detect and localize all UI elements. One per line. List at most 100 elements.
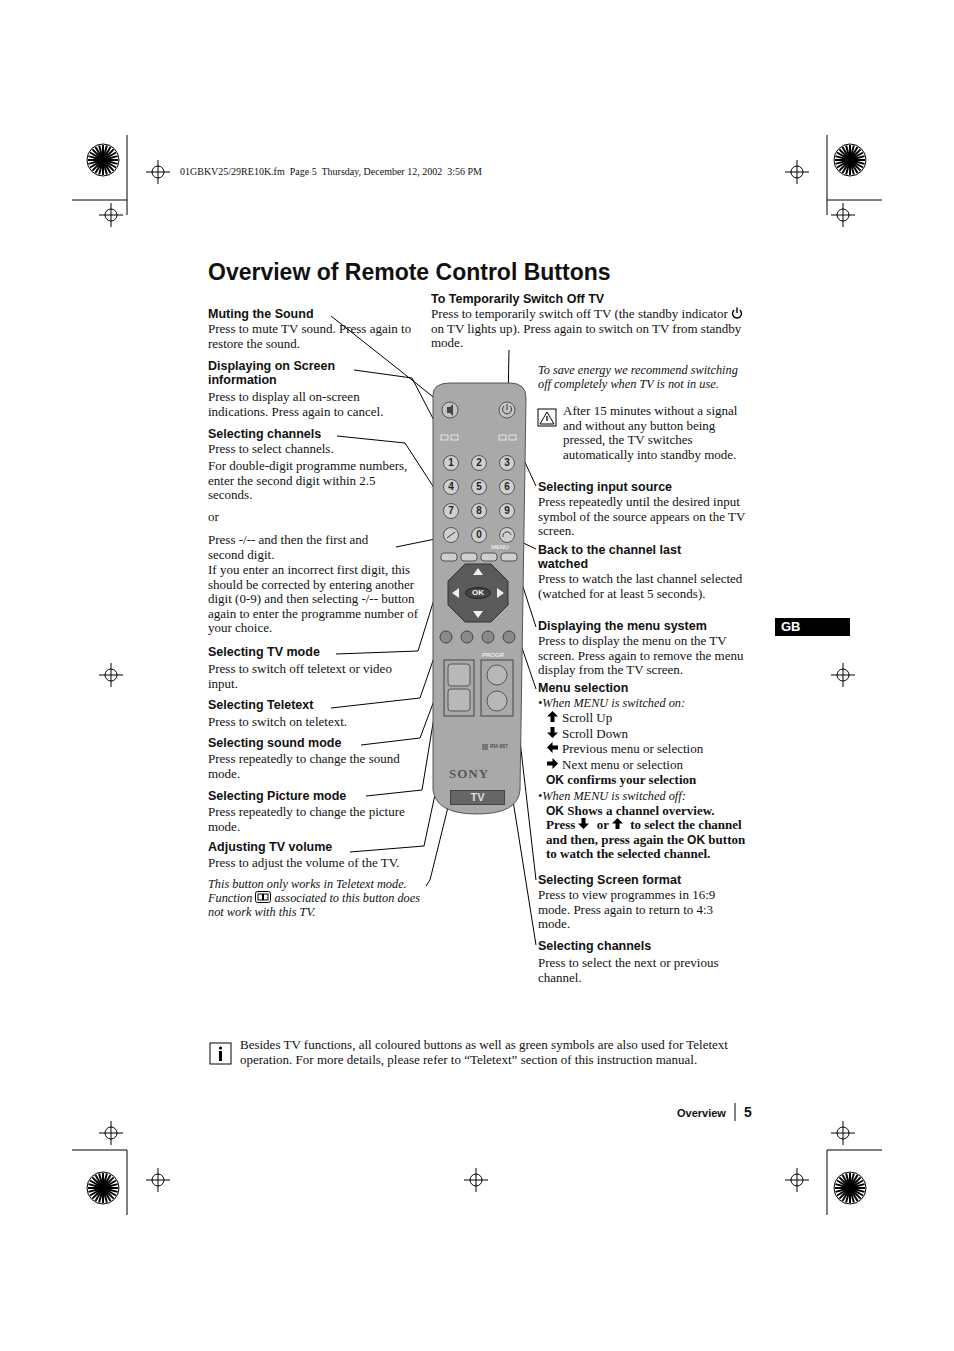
callout-text: Press to watch the last channel selected… — [538, 572, 746, 601]
label-text: Selecting input source — [538, 480, 672, 494]
button-label: TV — [450, 790, 505, 805]
remote-button: OK — [465, 587, 491, 599]
drawing-stroke — [500, 504, 515, 519]
callout-heading: Selecting Picture mode — [208, 789, 423, 803]
callout-heading: To Temporarily Switch Off TV — [431, 292, 746, 306]
drawing-stroke — [448, 689, 470, 711]
button-label: RM-887 — [490, 744, 508, 749]
drawing-stroke — [476, 1168, 477, 1192]
callout-heading: Selecting TV mode — [208, 645, 423, 659]
drawing-stroke — [258, 894, 263, 900]
drawing-stroke — [72, 1150, 127, 1151]
drawing-stroke — [472, 528, 487, 543]
drawing-stroke — [503, 532, 511, 537]
label-text: Selecting Teletext — [208, 698, 313, 712]
drawing-stroke — [797, 160, 798, 184]
remote-button: 4 — [443, 479, 459, 495]
crop-lines — [72, 135, 882, 1215]
callout-text: or — [208, 510, 420, 525]
drawing-stroke — [836, 1188, 850, 1192]
button-label: MENU — [491, 544, 509, 550]
callout-text: This button only works in Teletext mode.… — [208, 877, 423, 919]
drawing-stroke — [472, 504, 487, 519]
drawing-stroke — [843, 203, 844, 227]
drawing-stroke — [72, 200, 127, 201]
drawing-stroke — [158, 1168, 159, 1192]
button-label: 5 — [471, 479, 487, 495]
label-text: Adjusting TV volume — [208, 840, 332, 854]
callout-text: Press repeatedly to change the sound mod… — [208, 752, 420, 781]
label-text: To save energy we recommend switching of… — [538, 363, 738, 391]
drawing-stroke — [448, 564, 508, 622]
drawing-stroke — [850, 160, 854, 174]
drawing-stroke — [444, 456, 459, 471]
label-text: confirms your selection — [567, 772, 696, 787]
callout-text: Press to temporarily switch off TV (the … — [431, 307, 746, 351]
drawing-stroke — [87, 1172, 119, 1204]
callout-text: Press to select the next or previous cha… — [538, 956, 743, 985]
callout-text: Press to display all on-screen indicatio… — [208, 390, 420, 419]
drawing-stroke — [487, 691, 507, 711]
label-text: on TV lights up). Press again to switch … — [431, 321, 741, 351]
drawing-stroke — [219, 1051, 222, 1061]
callout-heading: Adjusting TV volume — [208, 840, 423, 854]
callout-heading: Back to the channel last watched — [538, 543, 710, 571]
drawing-stroke — [452, 568, 504, 618]
callout-text: OKconfirms your selection — [546, 773, 746, 788]
drawing-stroke — [127, 1150, 128, 1215]
drawing-stroke — [442, 402, 458, 418]
label-text: Press to switch on teletext. — [208, 714, 347, 729]
drawing-stroke — [111, 663, 112, 687]
callout-text: Press repeatedly until the desired input… — [538, 495, 746, 539]
drawing-stroke — [111, 1121, 112, 1145]
callout-text: Press to adjust the volume of the TV. — [208, 856, 420, 871]
drawing-stroke — [444, 480, 459, 495]
label-text: Press to select channels. — [208, 441, 334, 456]
label-text: Selecting Screen format — [538, 873, 681, 887]
remote-control: MENUPROGRRM-887SONY1234567890OKTV — [427, 380, 528, 817]
callout-text: Press -/-- and then the first and second… — [208, 533, 398, 562]
button-label: 3 — [499, 455, 515, 471]
callout-text: Besides TV functions, all coloured butto… — [240, 1038, 745, 1067]
callout-text: 01GBKV25/29RE10K.fm Page 5 Thursday, Dec… — [180, 166, 482, 178]
label-text: Press to select the next or previous cha… — [538, 955, 719, 985]
callout-text: Press to view programmes in 16:9 mode. P… — [538, 888, 743, 932]
label-text: Selecting sound mode — [208, 736, 341, 750]
drawing-stroke — [89, 1188, 103, 1192]
button-label: 7 — [443, 503, 459, 519]
tv-badge: TV — [450, 790, 505, 805]
drawing-stroke — [103, 1188, 107, 1202]
drawing-stroke — [538, 409, 556, 426]
callout-text: To save energy we recommend switching of… — [538, 363, 746, 391]
drawing-stroke — [547, 742, 558, 753]
label-text: •When MENU is switched off: — [538, 789, 686, 803]
label-text: OK — [546, 804, 564, 818]
label-text: Press to display the menu on the TV scre… — [538, 633, 743, 677]
callout-heading: Muting the Sound — [208, 307, 423, 321]
drawing-stroke — [466, 588, 491, 599]
label-text: Press to watch the last channel selected… — [538, 571, 742, 601]
drawing-stroke — [482, 744, 488, 750]
label-text: Press -/-- and then the first and second… — [208, 532, 368, 562]
label-text: 01GBKV25/29RE10K.fm Page 5 Thursday, Dec… — [180, 166, 482, 177]
drawing-stroke — [472, 456, 487, 471]
button-label: OK — [465, 587, 491, 599]
drawing-stroke — [500, 528, 515, 543]
drawing-stroke — [111, 203, 112, 227]
drawing-stroke — [499, 402, 515, 418]
callout-text: OKShows a channel overview. Pressorto se… — [546, 804, 746, 862]
label-text: •When MENU is switched on: — [538, 696, 685, 710]
down-icon — [578, 818, 590, 830]
label-text: or — [597, 817, 609, 832]
callout-heading: Selecting input source — [538, 480, 746, 494]
label-text: To Temporarily Switch Off TV — [431, 292, 604, 306]
up-icon — [612, 818, 624, 830]
drawing-stroke — [843, 663, 844, 687]
label-text: Overview — [677, 1107, 726, 1119]
drawing-stroke — [99, 146, 103, 160]
callout-text: After 15 minutes without a signal and wi… — [563, 404, 745, 462]
up-icon — [547, 711, 559, 723]
drawing-stroke — [736, 308, 737, 314]
label-text: Displaying on Screen information — [208, 359, 335, 387]
button-label: 8 — [471, 503, 487, 519]
